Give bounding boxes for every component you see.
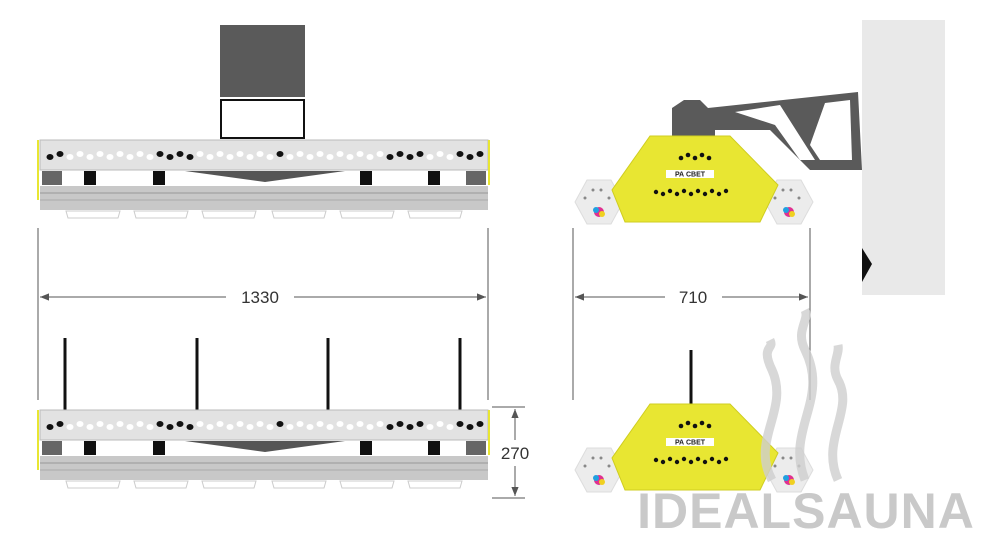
dimension-710-label: 710 <box>679 288 707 307</box>
dimension-270-label: 270 <box>501 444 529 463</box>
front-view-with-bracket <box>37 25 490 219</box>
fixture-front <box>37 139 490 219</box>
wall-edge-marker <box>862 248 872 282</box>
side-view-with-arm <box>575 92 862 224</box>
brand-label-2: РА СВЕТ <box>675 440 706 447</box>
suspension-rods <box>63 338 462 412</box>
brand-label: РА СВЕТ <box>675 172 706 179</box>
wall <box>862 20 945 295</box>
fixture-front-2 <box>37 409 490 489</box>
watermark: IDEALSAUNA <box>637 483 975 539</box>
dimension-270 <box>492 406 525 499</box>
front-view-with-rods <box>37 338 490 489</box>
side-view-with-rod <box>575 350 813 492</box>
dimension-1330 <box>37 228 489 400</box>
bracket-frame <box>220 99 305 139</box>
dimension-1330-label: 1330 <box>241 288 279 307</box>
steam-logo <box>760 307 848 483</box>
mounting-plate <box>220 25 305 97</box>
fixture-side <box>575 136 813 224</box>
